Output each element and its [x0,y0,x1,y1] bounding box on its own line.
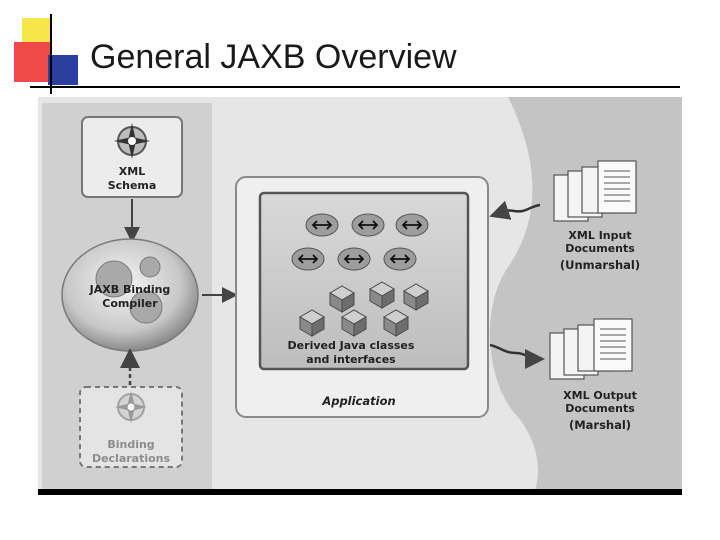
decor-blue-square [48,55,78,85]
jaxb-compiler-node: JAXB Binding Compiler [61,238,199,352]
xml-schema-label-line1: XML [119,165,145,178]
xml-output-label-line3: (Marshal) [569,418,631,432]
title-underline [30,86,680,88]
binding-declarations-node: Binding Declarations [79,386,183,468]
compiler-label-line2: Compiler [102,297,158,310]
declarations-label-line1: Binding [107,438,154,451]
xml-input-label-line3: (Unmarshal) [560,258,640,272]
xml-output-label-line1: XML Output [563,389,637,402]
xml-input-label-line2: Documents [565,242,635,255]
application-node: Derived Java classes and interfaces Appl… [235,176,489,418]
document-stack-icon [549,318,633,380]
derived-classes-label-line1: Derived Java classes [288,339,415,352]
xml-input-label-line1: XML Input [568,229,631,242]
compiler-label-line1: JAXB Binding [89,283,171,296]
document-stack-icon [553,160,637,222]
compass-icon [115,391,147,423]
cube-icons [299,281,429,337]
xml-schema-label-line2: Schema [108,179,157,192]
derived-classes-label-line2: and interfaces [306,353,396,366]
jaxb-overview-diagram: XML Schema JAXB Binding Compiler Binding… [38,97,682,495]
declarations-label-line2: Declarations [92,452,171,465]
figure-bottom-border [38,489,682,495]
double-arrow-icons [297,220,423,264]
xml-schema-node: XML Schema [81,116,183,198]
xml-output-node: XML Output Documents (Marshal) [549,318,637,432]
compass-icon [114,123,150,159]
gear-icon [95,256,163,324]
xml-output-label-line2: Documents [565,402,635,415]
decor-red-square [14,42,52,82]
slide-title: General JAXB Overview [90,38,457,76]
arrow-application-to-output [489,343,545,369]
arrow-input-to-application [489,200,541,220]
application-label: Application [321,394,395,408]
decor-vertical-line [50,14,52,94]
xml-input-node: XML Input Documents (Unmarshal) [553,160,640,272]
